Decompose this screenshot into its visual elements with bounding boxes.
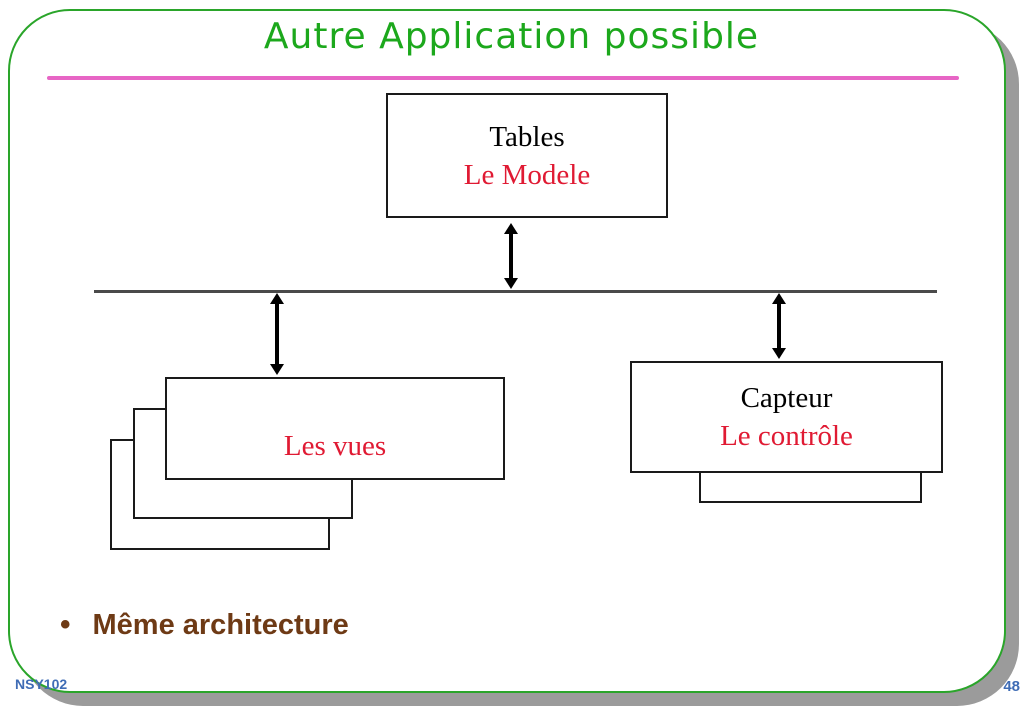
slide-title: Autre Application possible: [263, 16, 760, 57]
title-underline: [47, 76, 959, 80]
control-box-line2: Le contrôle: [720, 420, 853, 452]
bullet-marker: •: [60, 608, 71, 641]
double-arrow-model-bus: [504, 223, 518, 289]
arrow-up-icon: [270, 293, 284, 304]
views-box-label: Les vues: [283, 429, 387, 462]
arrow-down-icon: [772, 348, 786, 359]
arrow-shaft: [777, 304, 781, 348]
bullet-text: Même architecture: [92, 608, 349, 641]
double-arrow-bus-control: [772, 293, 786, 359]
views-box: Les vues: [165, 377, 505, 480]
control-box-line1: Capteur: [740, 382, 833, 414]
bus-line: [94, 290, 937, 293]
model-box: Tables Le Modele: [386, 93, 668, 218]
page-number: 48: [1003, 678, 1020, 695]
arrow-up-icon: [772, 293, 786, 304]
arrow-shaft: [509, 234, 513, 278]
arrow-up-icon: [504, 223, 518, 234]
footer-course-code: NSY102: [15, 676, 68, 692]
arrow-shaft: [275, 304, 279, 364]
model-box-line2: Le Modele: [463, 158, 591, 191]
arrow-down-icon: [504, 278, 518, 289]
arrow-down-icon: [270, 364, 284, 375]
bullet-item: • Même architecture: [60, 608, 349, 642]
control-box: Capteur Le contrôle: [630, 361, 943, 473]
double-arrow-bus-views: [270, 293, 284, 375]
model-box-line1: Tables: [489, 120, 565, 153]
